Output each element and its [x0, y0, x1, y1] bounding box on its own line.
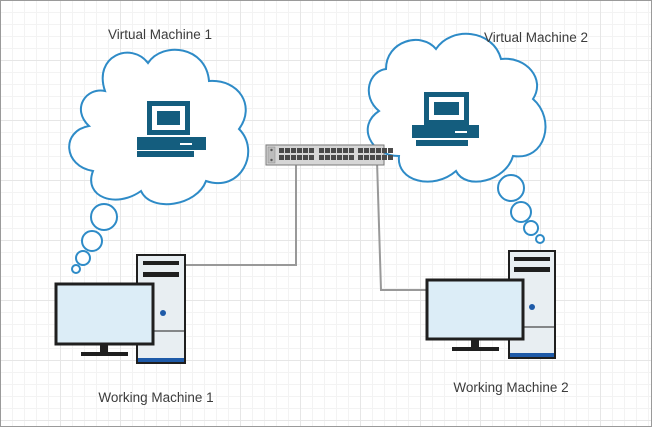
switch-port — [291, 148, 296, 153]
switch-port — [331, 148, 336, 153]
switch-port — [319, 155, 324, 160]
wm2-label: Working Machine 2 — [453, 380, 569, 395]
wm1-label: Working Machine 1 — [98, 390, 214, 405]
vm1-label: Virtual Machine 1 — [107, 27, 213, 42]
switch-port — [376, 155, 381, 160]
switch-port — [303, 155, 308, 160]
switch-port — [370, 155, 375, 160]
vm2-label: Virtual Machine 2 — [483, 30, 589, 45]
switch-port — [303, 148, 308, 153]
switch-port — [297, 148, 302, 153]
switch-port — [349, 148, 354, 153]
desktop-computer-icon — [412, 92, 479, 146]
switch-port — [285, 155, 290, 160]
switch-port — [319, 148, 324, 153]
switch-port — [370, 148, 375, 153]
working-machine-1 — [54, 254, 186, 364]
cloud-icon — [366, 32, 547, 244]
cloud-icon — [68, 48, 250, 274]
switch-port — [382, 148, 387, 153]
cable-switch-to-wm1 — [171, 161, 297, 266]
switch-port — [297, 155, 302, 160]
switch-port — [309, 148, 314, 153]
switch-port — [325, 148, 330, 153]
switch-port — [364, 155, 369, 160]
switch-port — [358, 148, 363, 153]
switch-port — [285, 148, 290, 153]
switch-port — [343, 148, 348, 153]
desktop-computer-icon — [137, 101, 206, 157]
vm1-cloud — [68, 48, 250, 274]
switch-port — [343, 155, 348, 160]
switch-port — [279, 148, 284, 153]
switch-port — [376, 148, 381, 153]
switch-port — [349, 155, 354, 160]
monitor-icon — [54, 282, 155, 356]
switch-port — [291, 155, 296, 160]
switch-port — [364, 148, 369, 153]
switch-port — [388, 155, 393, 160]
switch-port — [331, 155, 336, 160]
switch-port — [388, 148, 393, 153]
switch-ports — [279, 148, 393, 160]
switch-port — [358, 155, 363, 160]
switch-port — [309, 155, 314, 160]
switch-port — [337, 155, 342, 160]
switch-port — [279, 155, 284, 160]
network-switch-icon — [265, 144, 393, 166]
working-machine-2 — [425, 250, 556, 359]
switch-port — [382, 155, 387, 160]
switch-port — [337, 148, 342, 153]
monitor-icon — [425, 278, 525, 351]
switch-port — [325, 155, 330, 160]
vm2-cloud — [366, 32, 547, 244]
